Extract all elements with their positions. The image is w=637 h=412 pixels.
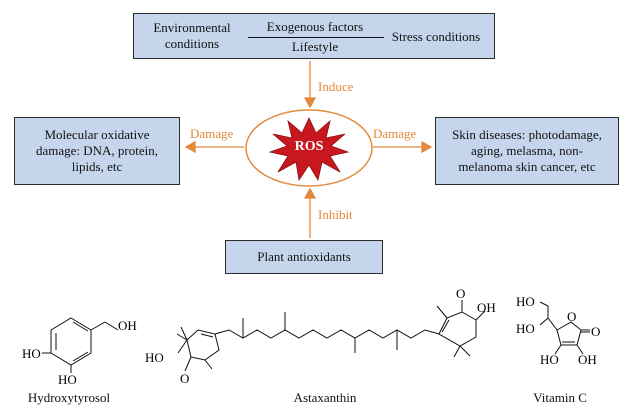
damage-right-arrowhead (421, 140, 433, 154)
stress-conditions-label: Stress conditions (391, 29, 481, 44)
vitamin-c-ho-bot: HO (540, 352, 559, 367)
hydroxytyrosol-caption: Hydroxytyrosol (27, 390, 111, 405)
exogenous-factors-label: Exogenous factors (266, 19, 364, 34)
vitamin-c-oh-bot: OH (578, 352, 597, 367)
vitamin-c-caption: Vitamin C (533, 390, 587, 405)
vitamin-c-ho-mid: HO (516, 321, 535, 336)
astaxanthin-o1: O (180, 371, 189, 386)
lifestyle-label: Lifestyle (291, 39, 339, 54)
inhibit-label: Inhibit (318, 207, 353, 222)
vitamin-c-o-keto: O (591, 324, 600, 339)
astaxanthin-ho: HO (145, 350, 164, 365)
skin-diseases-box: Skin diseases: photodamage, aging, melas… (435, 117, 619, 185)
induce-arrowhead (303, 97, 317, 109)
ros-label: ROS (294, 139, 324, 154)
hydroxytyrosol-ho2: HO (58, 372, 77, 387)
plant-antioxidants-box: Plant antioxidants (225, 240, 383, 274)
induce-label: Induce (318, 79, 354, 94)
hydroxytyrosol-structure (42, 317, 119, 373)
damage-right-label: Damage (373, 126, 417, 141)
astaxanthin-caption: Astaxanthin (293, 390, 357, 405)
exogenous-factors-box: Environmental conditions Exogenous facto… (133, 13, 495, 59)
environmental-conditions-label: Environmental conditions (153, 20, 231, 51)
vitamin-c-structure (539, 301, 590, 355)
hydroxytyrosol-ho1: HO (22, 346, 41, 361)
astaxanthin-oh: OH (477, 300, 496, 315)
damage-left-label: Damage (190, 126, 234, 141)
vitamin-c-o-ring: O (567, 309, 576, 324)
inhibit-arrowhead (303, 187, 317, 199)
vitamin-c-ho-top: HO (516, 294, 535, 309)
fraction-line (248, 37, 384, 38)
astaxanthin-structure (176, 300, 486, 372)
hydroxytyrosol-oh: OH (118, 318, 137, 333)
ros-star-icon (268, 117, 350, 182)
molecular-damage-box: Molecular oxidative damage: DNA, protein… (14, 117, 180, 185)
astaxanthin-o2: O (456, 286, 465, 301)
damage-left-arrowhead (184, 140, 196, 154)
